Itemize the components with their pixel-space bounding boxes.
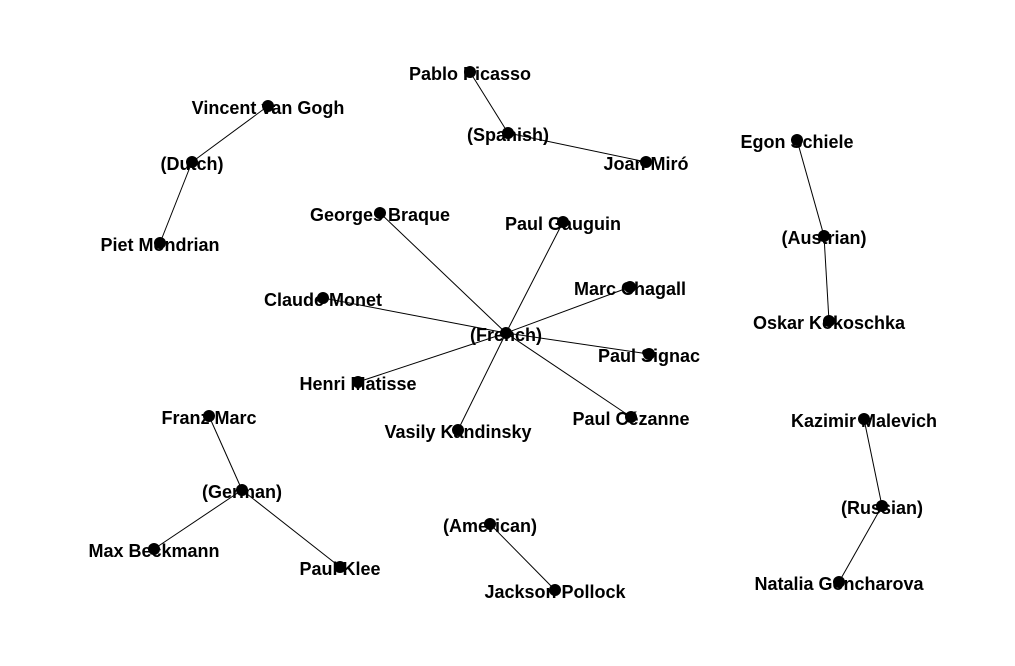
node-label-malevich: Kazimir Malevich: [791, 411, 937, 431]
edge-french-cezanne: [505, 332, 632, 418]
edge-french-signac: [505, 332, 650, 355]
node-klee[interactable]: [334, 561, 346, 573]
edge-franzmarc-german: [208, 415, 243, 491]
node-franzmarc[interactable]: [203, 410, 215, 422]
node-goncharova[interactable]: [833, 576, 845, 588]
node-cezanne[interactable]: [625, 411, 637, 423]
node-picasso[interactable]: [464, 66, 476, 78]
node-spanish[interactable]: [502, 127, 514, 139]
edge-chagall-french: [505, 286, 631, 334]
edge-american-pollock: [489, 523, 556, 591]
edge-malevich-russian: [863, 418, 883, 507]
node-label-miro: Joan Miró: [603, 154, 688, 174]
node-kokoschka[interactable]: [823, 315, 835, 327]
node-label-french: (French): [470, 325, 542, 345]
node-schiele[interactable]: [791, 134, 803, 146]
edge-picasso-spanish: [469, 71, 509, 134]
node-matisse[interactable]: [352, 376, 364, 388]
node-monet[interactable]: [317, 292, 329, 304]
node-miro[interactable]: [640, 156, 652, 168]
node-label-schiele: Egon Schiele: [740, 132, 853, 152]
edge-schiele-austrian: [796, 139, 825, 237]
node-label-vangogh: Vincent van Gogh: [192, 98, 345, 118]
node-label-dutch: (Dutch): [161, 154, 224, 174]
node-label-german: (German): [202, 482, 282, 502]
edge-german-beckmann: [153, 489, 243, 550]
node-label-austrian: (Austrian): [782, 228, 867, 248]
edge-french-kandinsky: [457, 332, 507, 431]
node-label-signac: Paul Signac: [598, 346, 700, 366]
node-mondrian[interactable]: [154, 237, 166, 249]
node-label-chagall: Marc Chagall: [574, 279, 686, 299]
node-label-american: (American): [443, 516, 537, 536]
node-label-russian: (Russian): [841, 498, 923, 518]
node-label-kandinsky: Vasily Kandinsky: [384, 422, 531, 442]
node-vangogh[interactable]: [262, 100, 274, 112]
node-label-goncharova: Natalia Goncharova: [754, 574, 924, 594]
edge-spanish-miro: [507, 132, 647, 163]
node-label-gauguin: Paul Gauguin: [505, 214, 621, 234]
node-malevich[interactable]: [858, 413, 870, 425]
edge-german-klee: [241, 489, 341, 568]
node-label-picasso: Pablo Picasso: [409, 64, 531, 84]
node-dutch[interactable]: [186, 156, 198, 168]
node-beckmann[interactable]: [148, 543, 160, 555]
edge-russian-goncharova: [838, 505, 883, 583]
node-label-beckmann: Max Beckmann: [88, 541, 219, 561]
node-signac[interactable]: [643, 348, 655, 360]
edge-french-matisse: [357, 332, 507, 383]
node-german[interactable]: [236, 484, 248, 496]
node-french[interactable]: [500, 327, 512, 339]
node-label-monet: Claude Monet: [264, 290, 382, 310]
edge-gauguin-french: [505, 221, 564, 334]
node-pollock[interactable]: [549, 584, 561, 596]
edge-monet-french: [322, 297, 507, 334]
node-label-franzmarc: Franz Marc: [161, 408, 256, 428]
node-label-mondrian: Piet Mondrian: [100, 235, 219, 255]
node-austrian[interactable]: [818, 230, 830, 242]
node-label-matisse: Henri Matisse: [299, 374, 416, 394]
node-kandinsky[interactable]: [452, 424, 464, 436]
node-russian[interactable]: [876, 500, 888, 512]
node-label-kokoschka: Oskar Kokoschka: [753, 313, 906, 333]
node-gauguin[interactable]: [557, 216, 569, 228]
node-label-braque: Georges Braque: [310, 205, 450, 225]
edge-vangogh-dutch: [191, 105, 269, 163]
edge-austrian-kokoschka: [823, 235, 830, 322]
node-label-klee: Paul Klee: [299, 559, 380, 579]
node-chagall[interactable]: [624, 281, 636, 293]
edges-layer: [153, 71, 883, 591]
node-label-spanish: (Spanish): [467, 125, 549, 145]
nodes-layer: [148, 66, 888, 596]
edge-dutch-mondrian: [159, 161, 193, 244]
node-braque[interactable]: [374, 207, 386, 219]
node-label-pollock: Jackson Pollock: [484, 582, 626, 602]
edge-braque-french: [379, 212, 507, 334]
node-label-cezanne: Paul Cézanne: [572, 409, 689, 429]
node-american[interactable]: [484, 518, 496, 530]
